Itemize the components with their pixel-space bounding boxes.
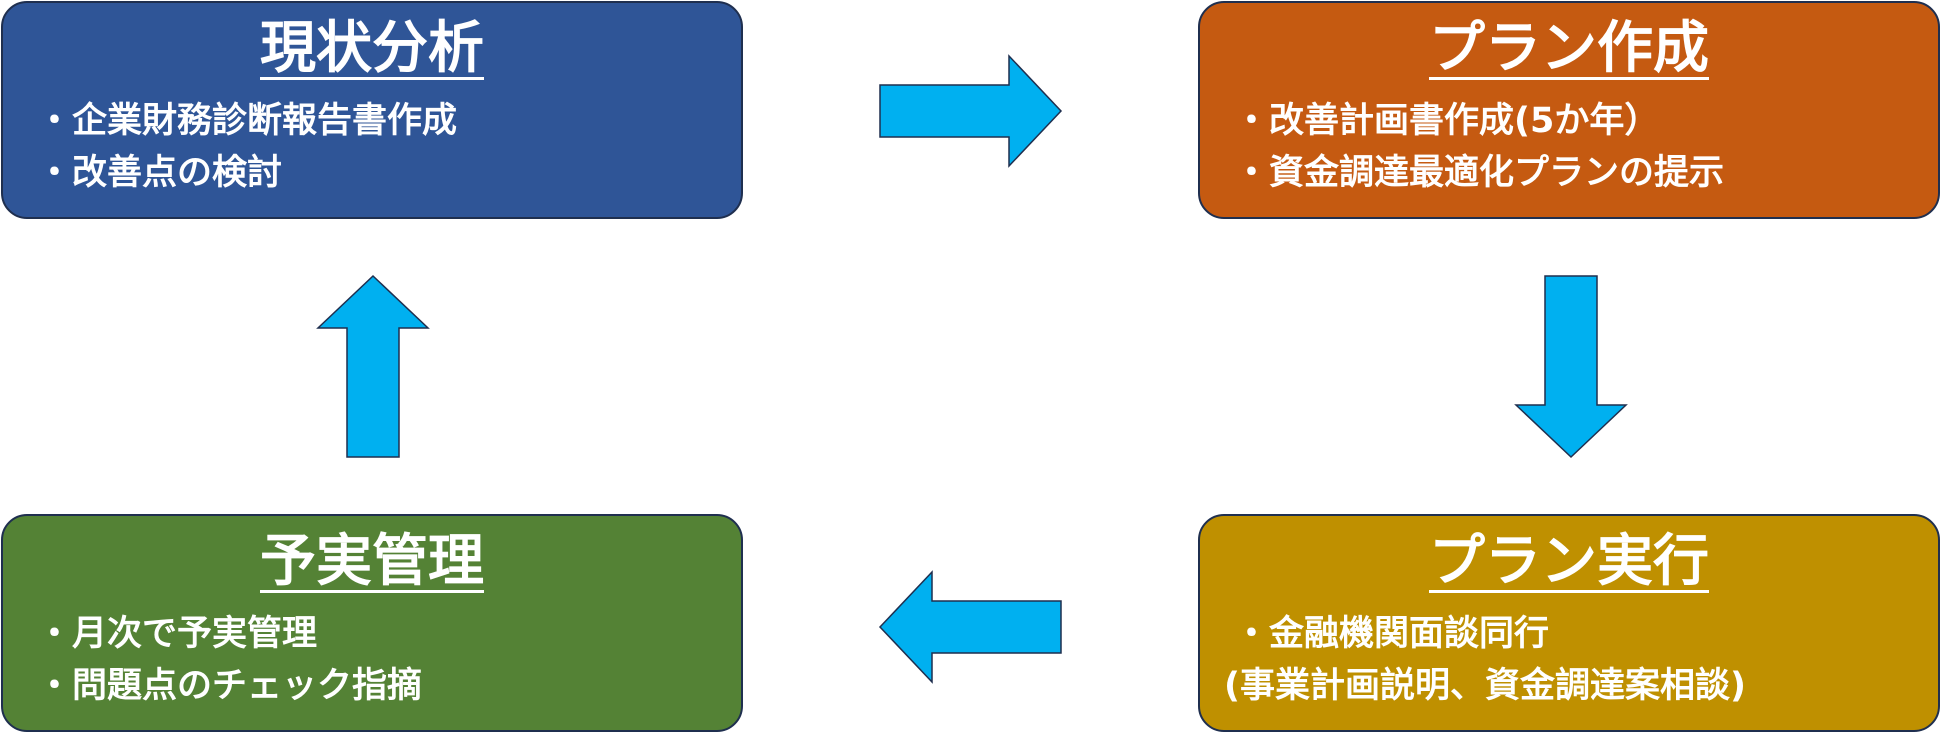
plan-item-1: ・改善計画書作成(5か年） xyxy=(1234,101,1660,141)
plan-title: プラン作成 xyxy=(1429,16,1709,81)
analysis-box: 現状分析 ・企業財務診断報告書作成 ・改善点の検討 xyxy=(1,1,743,219)
execute-title: プラン実行 xyxy=(1429,529,1709,594)
arrow-right-icon xyxy=(879,54,1063,168)
analysis-list: ・企業財務診断報告書作成 ・改善点の検討 xyxy=(3,95,741,199)
arrow-up-icon xyxy=(316,274,430,458)
manage-title: 予実管理 xyxy=(260,529,484,594)
analysis-item-2: ・改善点の検討 xyxy=(37,153,283,193)
manage-box: 予実管理 ・月次で予実管理 ・問題点のチェック指摘 xyxy=(1,514,743,732)
plan-box: プラン作成 ・改善計画書作成(5か年） ・資金調達最適化プランの提示 xyxy=(1198,1,1940,219)
execute-list: ・金融機関面談同行 (事業計画説明、資金調達案相談) xyxy=(1200,608,1938,712)
analysis-title: 現状分析 xyxy=(260,16,484,81)
execute-item-1: ・金融機関面談同行 xyxy=(1234,614,1550,654)
execute-box: プラン実行 ・金融機関面談同行 (事業計画説明、資金調達案相談) xyxy=(1198,514,1940,732)
arrow-down-icon xyxy=(1514,275,1628,459)
arrow-left-icon xyxy=(878,570,1062,684)
plan-list: ・改善計画書作成(5か年） ・資金調達最適化プランの提示 xyxy=(1200,95,1938,199)
analysis-item-1: ・企業財務診断報告書作成 xyxy=(37,101,458,141)
execute-item-2: (事業計画説明、資金調達案相談) xyxy=(1224,666,1746,706)
manage-item-1: ・月次で予実管理 xyxy=(37,614,318,654)
manage-list: ・月次で予実管理 ・問題点のチェック指摘 xyxy=(3,608,741,712)
plan-item-2: ・資金調達最適化プランの提示 xyxy=(1234,153,1725,193)
manage-item-2: ・問題点のチェック指摘 xyxy=(37,666,423,706)
